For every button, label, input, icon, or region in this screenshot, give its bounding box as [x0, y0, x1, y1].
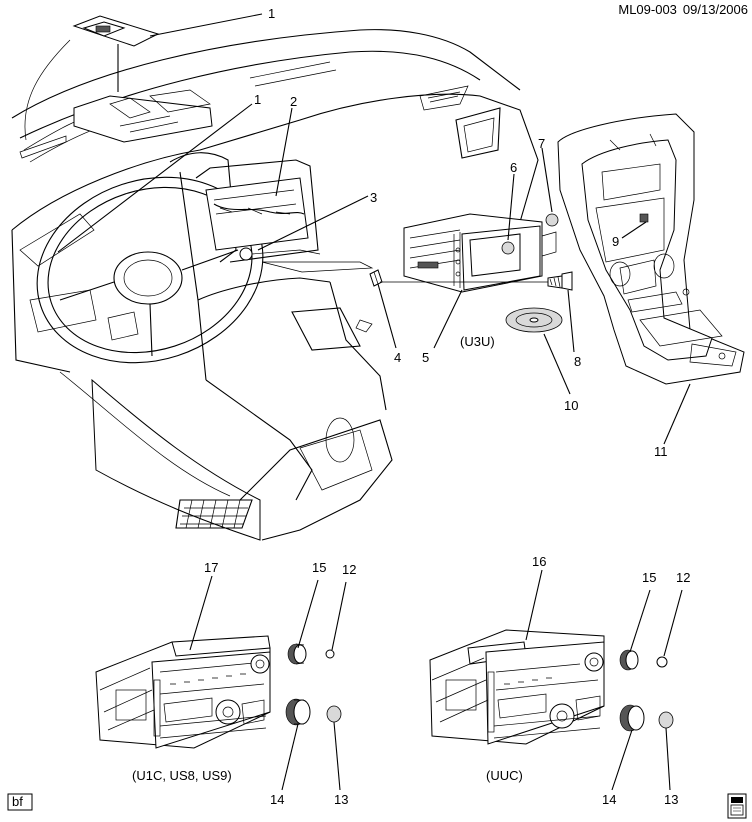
callout-14-right: 14	[602, 792, 616, 807]
callout-9: 9	[612, 234, 619, 249]
caption-uuc: (UUC)	[486, 768, 523, 783]
callout-numbers: 1 1 2 3 4 5 6 7 8 9 10 11 12 13 14 15 16…	[204, 6, 690, 807]
callout-14-left: 14	[270, 792, 284, 807]
caption-u3u: (U3U)	[460, 334, 495, 349]
navigation-radio-u3u	[403, 213, 557, 293]
callout-2: 2	[290, 94, 297, 109]
mounting-bolt	[380, 271, 573, 291]
knob-insert-13-right	[658, 711, 674, 729]
diagram-code: ML09-003	[618, 2, 677, 17]
callout-13-right: 13	[664, 792, 678, 807]
callout-11: 11	[654, 444, 668, 459]
callout-13-left: 13	[334, 792, 348, 807]
callout-12-left: 12	[342, 562, 356, 577]
callout-1-sensor: 1	[268, 6, 275, 21]
callout-10: 10	[564, 398, 578, 413]
callout-7: 7	[538, 136, 545, 151]
badge-bf-text: bf	[12, 794, 23, 809]
diagram-date: 09/13/2006	[683, 2, 748, 17]
console-bezel	[557, 113, 745, 385]
callout-5: 5	[422, 350, 429, 365]
knob-14-right	[619, 704, 645, 732]
callout-4: 4	[394, 350, 401, 365]
radio-clip	[369, 269, 383, 287]
callout-6: 6	[510, 160, 517, 175]
callout-16: 16	[532, 554, 546, 569]
knob-15-left	[287, 643, 307, 665]
callout-12-right: 12	[676, 570, 690, 585]
document-symbol-icon	[727, 793, 747, 819]
solar-sensor-module	[24, 15, 213, 143]
knob-insert-12-right	[656, 656, 668, 668]
knob-insert-12-left	[325, 649, 335, 659]
knob-insert-13-left	[326, 705, 342, 723]
dashboard-assembly	[11, 29, 539, 541]
radio-unit-17	[95, 635, 271, 749]
leader-lines	[57, 13, 691, 791]
callout-1-harness: 1	[254, 92, 261, 107]
knob-15-right	[619, 649, 639, 671]
radio-unit-16	[429, 629, 605, 745]
callout-8: 8	[574, 354, 581, 369]
trim-plug	[545, 213, 559, 227]
callout-15-left: 15	[312, 560, 326, 575]
knob-14-left	[285, 698, 311, 726]
callout-15-right: 15	[642, 570, 656, 585]
callout-3: 3	[370, 190, 377, 205]
software-disc	[505, 307, 563, 333]
diagram-code-date: ML09-003 09/13/2006	[618, 2, 748, 17]
callout-17: 17	[204, 560, 218, 575]
caption-base-radio: (U1C, US8, US9)	[132, 768, 232, 783]
badge-bf: bf	[7, 793, 33, 811]
